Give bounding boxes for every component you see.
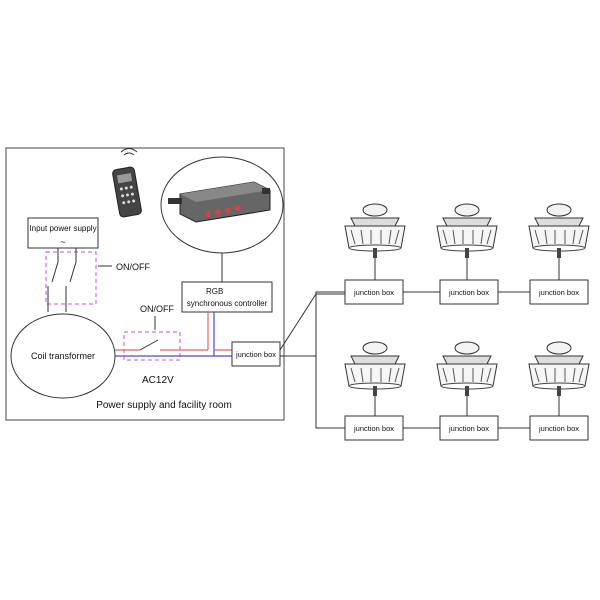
facility-room-border [5,147,285,421]
lamp-bottom-1-icon [344,341,406,397]
facility-room-caption: Power supply and facility room [96,400,232,411]
controller-line2: synchronous controller [187,299,268,308]
input-power-supply-label: Input power supply [29,224,96,233]
coil-transformer-label: Coil transformer [31,351,95,361]
junction-box-bottom-3-label: junction box [538,424,579,433]
controller-line1: RGB [206,287,223,296]
voltage-label: AC12V [142,375,174,386]
secondary-switch-dashed-box [123,331,181,361]
junction-box-top-3-label: junction box [538,288,579,297]
main-switch-dashed-box [45,251,97,305]
secondary-switch-label: ON/OFF [140,304,174,314]
junction-box-top-1 [344,279,404,305]
junction-box-top-1-label: junction box [353,288,394,297]
ac-symbol: ~ [60,237,65,247]
lamp-top-2-icon [436,203,498,259]
junction-box-top-2-label: junction box [448,288,489,297]
lamp-bottom-2-icon [436,341,498,397]
input-power-supply-box [27,217,99,249]
lamp-top-3-icon [528,203,590,259]
lamp-top-1-icon [344,203,406,259]
rgb-controller-box [181,281,273,313]
junction-box-bottom-1 [344,415,404,441]
junction-box-top-2 [439,279,499,305]
lamp-bottom-3-icon [528,341,590,397]
main-switch-label: ON/OFF [116,262,150,272]
junction-box-room [231,341,281,367]
controller-device-icon [160,156,284,254]
junction-box-bottom-1-label: junction box [353,424,394,433]
junction-box-bottom-2-label: junction box [448,424,489,433]
remote-control-icon [112,148,142,218]
junction-box-room-label: junction box [235,350,276,359]
